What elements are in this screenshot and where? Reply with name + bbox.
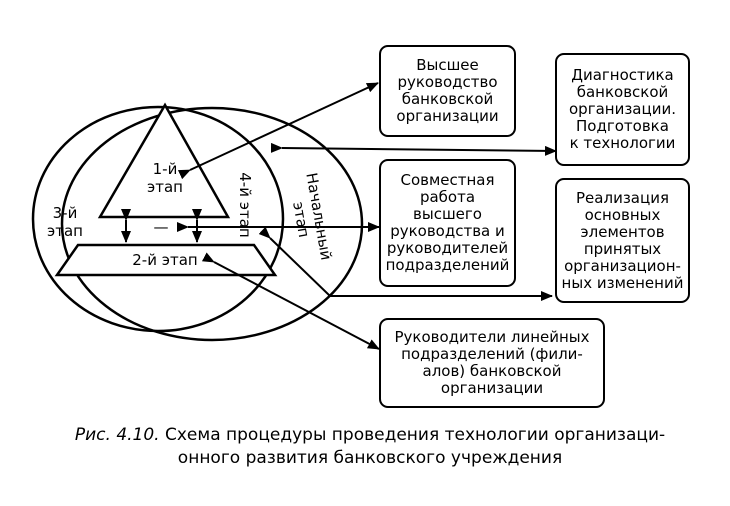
- stage2-label: 2-й этап: [132, 251, 198, 269]
- box-diagnostics: Диагностика банковской организации. Подг…: [555, 53, 690, 166]
- stage3-label: 3-й этап: [47, 204, 83, 240]
- box-line-managers: Руководители линейных подразделений (фил…: [379, 318, 605, 408]
- box-implementation-text: Реализация основных элементов принятых о…: [561, 188, 684, 292]
- center-dash: —: [153, 218, 169, 236]
- box-joint-work: Совместная работа высшего руководства и …: [379, 159, 516, 287]
- box-joint-work-text: Совместная работа высшего руководства и …: [385, 171, 510, 274]
- box-line-managers-text: Руководители линейных подразделений (фил…: [394, 328, 590, 397]
- figure-caption: Рис. 4.10. Схема процедуры проведения те…: [40, 424, 700, 470]
- arrow-to-diagnostics: [270, 142, 557, 156]
- figure-number: Рис. 4.10.: [74, 425, 160, 445]
- arrow-to-line-managers: [201, 252, 380, 350]
- box-implementation: Реализация основных элементов принятых о…: [555, 178, 690, 303]
- arrow-to-top-management: [177, 82, 379, 180]
- caption-text: Схема процедуры проведения технологии ор…: [164, 425, 666, 468]
- box-diagnostics-text: Диагностика банковской организации. Подг…: [569, 66, 676, 152]
- box-top-management-text: Высшее руководство банковской организаци…: [396, 56, 499, 125]
- stage4-label: 4-й этап: [236, 172, 254, 238]
- stage1-label: 1-й этап: [147, 160, 183, 196]
- box-top-management: Высшее руководство банковской организаци…: [379, 45, 516, 137]
